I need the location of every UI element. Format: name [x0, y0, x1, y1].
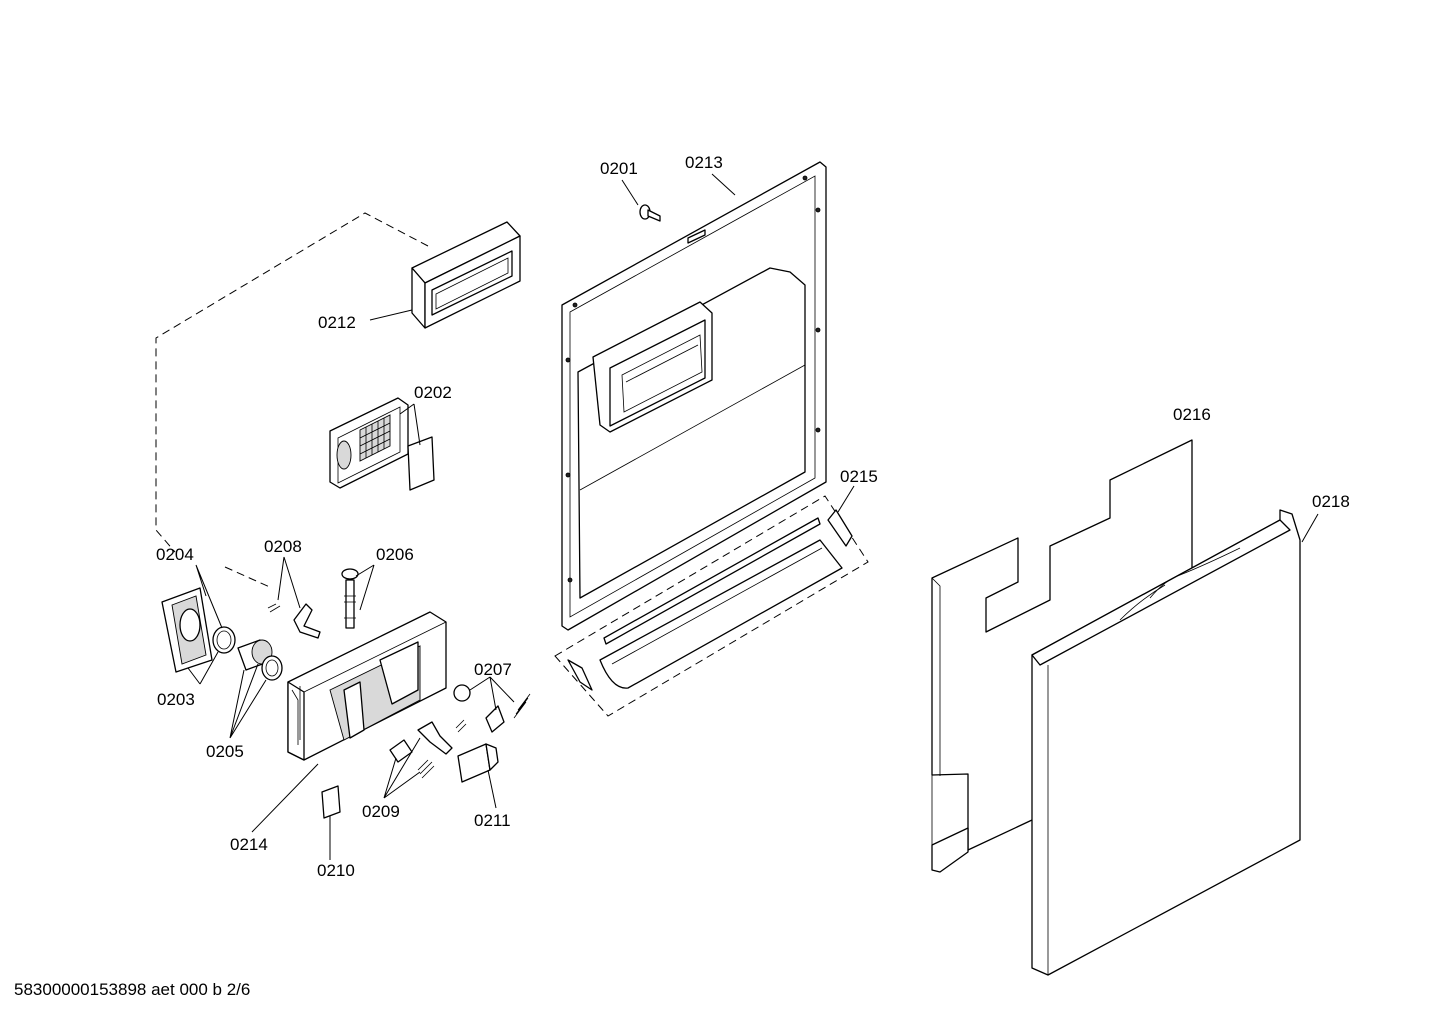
label-0203: 0203: [157, 690, 195, 709]
part-0209-springs: [389, 719, 467, 779]
part-0213-inner-door: [561, 161, 827, 631]
label-0213: 0213: [685, 153, 723, 172]
part-0201-screw: [639, 204, 661, 222]
label-0214: 0214: [230, 835, 268, 854]
label-0208: 0208: [264, 537, 302, 556]
label-0209: 0209: [362, 802, 400, 821]
part-0215-rail-group: [554, 495, 869, 717]
label-0205: 0205: [206, 742, 244, 761]
document-reference: 58300000153898 aet 000 b 2/6: [14, 980, 251, 999]
part-0214-dispenser-housing: [287, 611, 447, 761]
label-0218: 0218: [1312, 492, 1350, 511]
part-0203-ring: [212, 626, 236, 654]
label-0216: 0216: [1173, 405, 1211, 424]
label-0201: 0201: [600, 159, 638, 178]
label-0215: 0215: [840, 467, 878, 486]
part-0218-outer-door: [1031, 509, 1301, 976]
part-0208-lever: [267, 603, 321, 639]
part-0207-latch: [453, 684, 531, 733]
part-0212-frame: [411, 221, 521, 329]
label-0210: 0210: [317, 861, 355, 880]
part-0210-plate: [321, 785, 341, 819]
part-0204-handle: [161, 587, 213, 673]
part-0205-knob: [237, 639, 283, 681]
part-labels: 0201 0213 0212 0202 0216 0215 0218 0204 …: [156, 153, 1350, 880]
part-0211-switch: [457, 743, 499, 783]
label-0204: 0204: [156, 545, 194, 564]
leader-lines: [187, 173, 1319, 860]
part-0206-pin: [341, 568, 359, 629]
label-0211: 0211: [474, 811, 511, 830]
label-0207: 0207: [474, 660, 512, 679]
label-0202: 0202: [414, 383, 452, 402]
label-0206: 0206: [376, 545, 414, 564]
part-0202-grid-panel: [329, 397, 435, 491]
group-outline-dashed: [155, 212, 429, 589]
label-0212: 0212: [318, 313, 356, 332]
